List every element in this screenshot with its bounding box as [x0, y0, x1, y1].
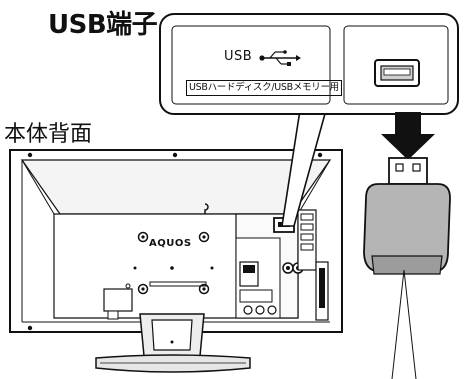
tv-rear-body — [9, 149, 343, 373]
down-arrow-icon — [381, 112, 435, 160]
usb-callout — [159, 13, 459, 115]
usb-port-label: USB — [224, 49, 253, 64]
usb-usage-label: USBハードディスク/USBメモリー用 — [186, 80, 342, 96]
rear-view-label: 本体背面 — [4, 122, 93, 147]
usb-trident-icon — [259, 50, 301, 66]
tv-brand-logo: AQUOS — [149, 238, 192, 249]
usb-terminal-label: USB端子 — [48, 10, 158, 40]
usb-flash-drive — [363, 157, 451, 379]
